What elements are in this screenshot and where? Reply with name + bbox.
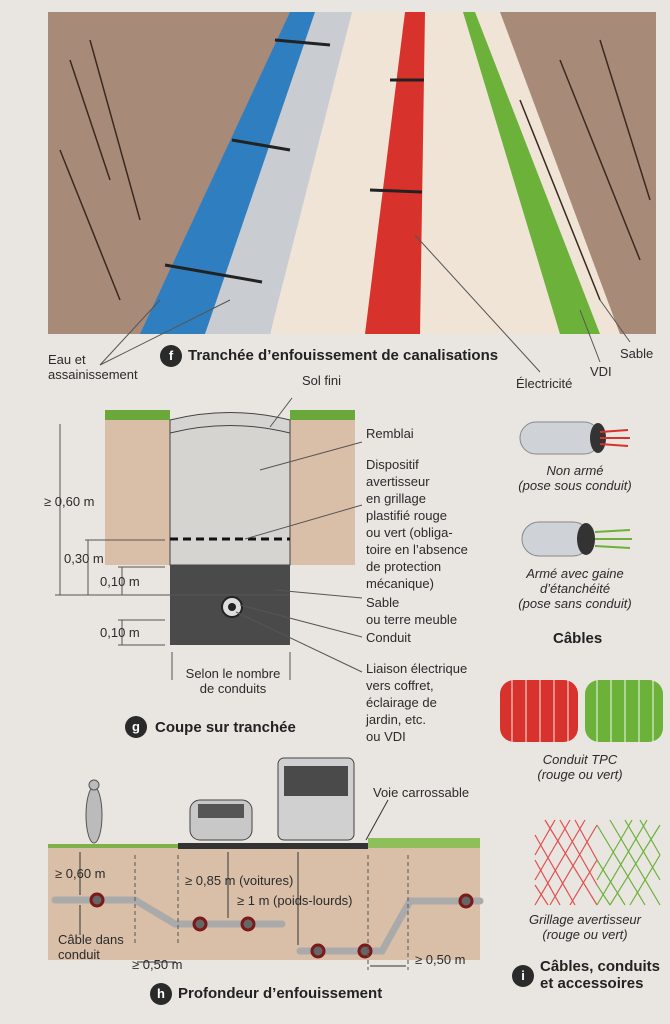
label-dispositif: Dispositif avertisseur en grillage plast…	[366, 457, 468, 591]
label-cable-in-conduit: Câble dans conduit	[58, 932, 124, 962]
cable-non-arme	[519, 421, 630, 455]
dim-offset-left: ≥ 0,50 m	[132, 957, 183, 972]
label-non-arme: Non armé (pose sous conduit)	[518, 463, 632, 493]
label-tpc: Conduit TPC (rouge ou vert)	[537, 752, 623, 782]
label-arme: Armé avec gaine d’étanchéité (pose sans …	[518, 566, 632, 611]
label-sable: Sable ou terre meuble	[366, 595, 458, 627]
green-pipe	[463, 12, 600, 334]
dim-garden: ≥ 0,60 m	[55, 866, 106, 881]
grillage-red	[534, 819, 598, 906]
dim-offset-right: ≥ 0,50 m	[415, 952, 466, 967]
grey-pipe	[205, 12, 352, 334]
title-f: Tranchée d’enfouissement de canalisation…	[188, 347, 499, 364]
badge-h: h	[150, 983, 172, 1005]
label-water: Eau et assainissement	[48, 352, 138, 382]
label-grillage: Grillage avertisseur (rouge ou vert)	[529, 912, 641, 942]
dim-bottom-bed: 0,10 m	[100, 625, 140, 640]
conduit-tpc-red	[500, 680, 578, 742]
label-liaison: Liaison électrique vers coffret, éclaira…	[366, 661, 468, 744]
title-i: Câbles, conduits et accessoires	[540, 958, 661, 992]
cable-arme	[521, 521, 632, 557]
dim-trucks: ≥ 1 m (poids-lourds)	[237, 893, 353, 908]
dim-grid: 0,30 m	[64, 551, 104, 566]
dim-cars: ≥ 0,85 m (voitures)	[185, 873, 294, 888]
conduit-tpc-green	[585, 680, 663, 742]
trench-illustration	[48, 12, 656, 373]
label-width: Selon le nombre de conduits	[185, 666, 281, 696]
pedestrian	[85, 779, 103, 844]
truck	[277, 757, 355, 841]
title-g: Coupe sur tranchée	[155, 719, 296, 736]
title-h: Profondeur d’enfouissement	[178, 985, 383, 1002]
badge-f: f	[160, 345, 182, 367]
label-conduit: Conduit	[366, 630, 411, 645]
label-sol-fini: Sol fini	[302, 373, 342, 388]
cables-heading: Câbles	[553, 630, 603, 647]
label-road: Voie carrossable	[373, 785, 470, 800]
label-vdi: VDI	[590, 364, 612, 379]
trench-section	[55, 397, 363, 680]
accessories-illustrations	[500, 421, 663, 906]
label-electricity: Électricité	[516, 376, 573, 391]
red-pipe	[365, 12, 425, 334]
depth-section	[48, 757, 484, 970]
badge-i: i	[512, 965, 534, 987]
badge-g: g	[125, 716, 147, 738]
dim-total: ≥ 0,60 m	[44, 494, 95, 509]
label-sand: Sable	[620, 346, 654, 361]
grillage-green	[596, 819, 661, 906]
dim-top-bed: 0,10 m	[100, 574, 140, 589]
car	[189, 799, 253, 841]
label-remblai: Remblai	[366, 426, 414, 441]
